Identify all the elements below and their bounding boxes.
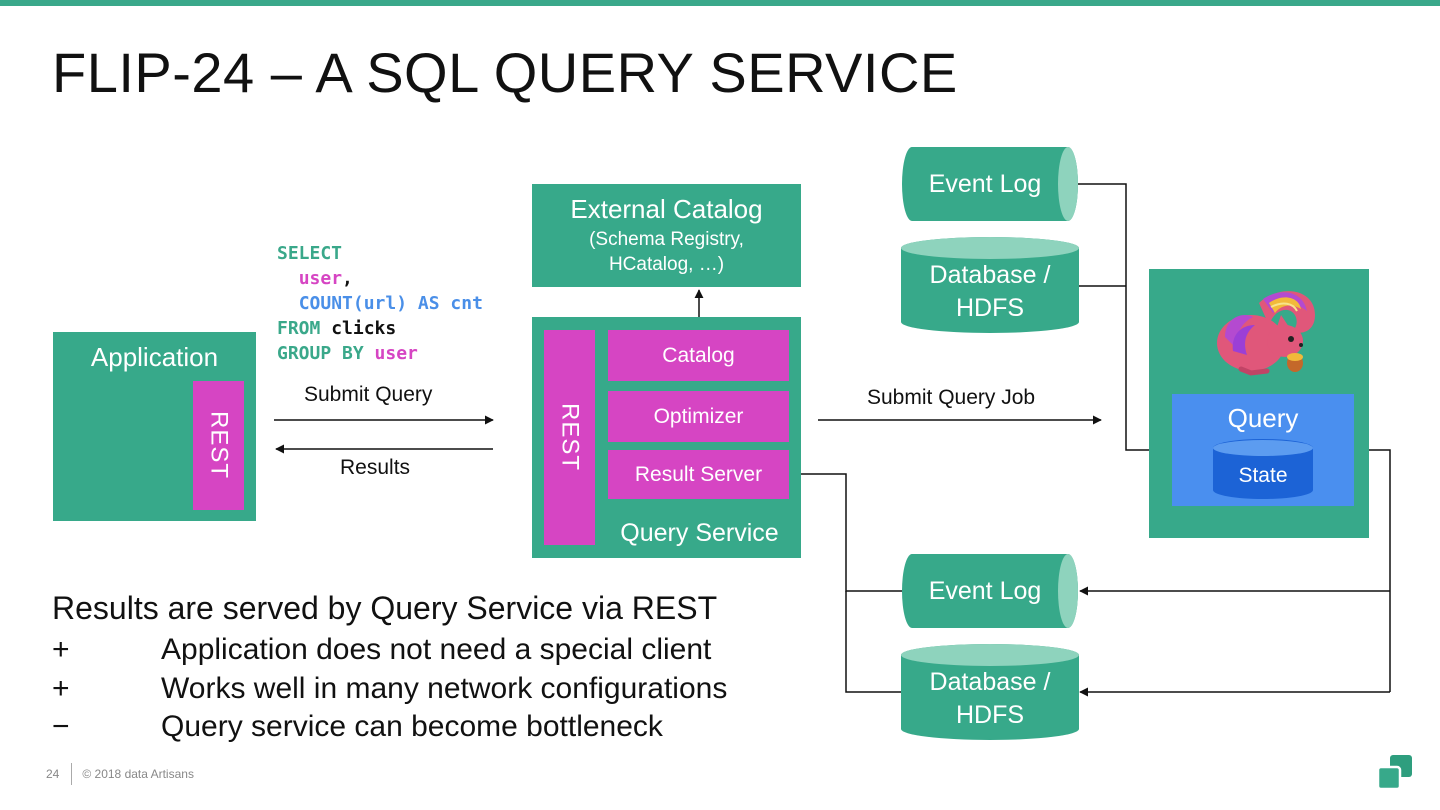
query-operator-label: Query <box>1227 403 1299 433</box>
event-log-sink-cylinder <box>902 554 1078 628</box>
footer-divider <box>71 763 73 785</box>
submit-query-job-label: Submit Query Job <box>867 386 1036 409</box>
bullet-text: Application does not need a special clie… <box>161 633 712 666</box>
database-source-label-2: HDFS <box>955 294 1025 322</box>
bullet-text: Works well in many network configuration… <box>161 671 728 705</box>
sql-group-by-keyword: GROUP BY <box>277 343 364 364</box>
query-service-rest-label: REST <box>556 403 584 472</box>
result-server-feedback-line <box>791 469 902 592</box>
bullet-item: + Works well in many network configurati… <box>52 670 727 709</box>
application-label: Application <box>90 342 219 372</box>
submit-query-label: Submit Query <box>304 383 433 406</box>
result-server-component: Result Server <box>608 450 789 499</box>
sql-from-keyword: FROM <box>277 318 321 339</box>
application-rest-box: REST <box>193 381 244 510</box>
optimizer-component: Optimizer <box>608 391 789 442</box>
copyright-text: © 2018 data Artisans <box>82 767 194 781</box>
application-box: Application REST <box>53 332 256 521</box>
results-label: Results <box>340 456 411 479</box>
external-catalog-subtitle-1: (Schema Registry, <box>589 229 744 250</box>
catalog-component: Catalog <box>608 330 789 381</box>
slide-footer: 24 © 2018 data Artisans <box>46 763 194 785</box>
bullet-symbol: + <box>52 671 70 705</box>
query-service-rest-box: REST <box>544 330 595 545</box>
database-feedback-line <box>845 591 902 693</box>
event-log-source-cylinder <box>902 147 1078 221</box>
flink-job-box: Query State <box>1149 269 1369 538</box>
query-service-label: Query Service <box>620 519 779 547</box>
sql-select-keyword: SELECT <box>277 243 343 264</box>
top-accent-bar <box>0 0 1440 6</box>
external-catalog-box: External Catalog (Schema Registry, HCata… <box>532 184 801 287</box>
external-catalog-title: External Catalog <box>570 194 763 224</box>
data-artisans-logo-icon <box>1378 755 1412 789</box>
application-rest-label: REST <box>205 411 233 480</box>
bullet-symbol: + <box>52 633 70 666</box>
event-log-source-label: Event Log <box>928 170 1042 198</box>
database-source-label-1: Database / <box>929 261 1051 289</box>
flink-squirrel-logo-icon <box>1217 291 1315 376</box>
bullet-item: − Query service can become bottleneck <box>52 708 727 747</box>
bullet-text: Query service can become bottleneck <box>161 710 663 743</box>
query-service-box: REST Catalog Optimizer Result Server Que… <box>532 317 801 558</box>
query-operator-box: Query State <box>1172 394 1354 506</box>
sql-comma: , <box>342 268 353 289</box>
bullet-item: + Application does not need a special cl… <box>52 631 727 670</box>
event-log-source-line <box>1078 183 1172 455</box>
page-number: 24 <box>46 767 60 781</box>
sql-table-name: clicks <box>331 318 397 339</box>
state-cylinder <box>1213 439 1313 499</box>
database-sink-label-1: Database / <box>929 668 1051 696</box>
database-source-cylinder <box>901 237 1079 333</box>
database-sink-cylinder <box>901 644 1079 740</box>
slide-title: FLIP-24 – A SQL QUERY SERVICE <box>52 41 958 104</box>
sql-query-code: SELECT user, COUNT(url) AS cnt FROM clic… <box>277 241 483 366</box>
bullet-list: Results are served by Query Service via … <box>52 590 727 747</box>
bullet-heading: Results are served by Query Service via … <box>52 590 718 626</box>
sql-count-expression: COUNT(url) AS cnt <box>298 293 483 314</box>
sql-user-column: user <box>298 268 343 289</box>
event-log-sink-label: Event Log <box>928 577 1042 605</box>
bullet-symbol: − <box>52 710 70 743</box>
database-sink-label-2: HDFS <box>955 701 1025 729</box>
external-catalog-subtitle-2: HCatalog, …) <box>608 254 725 275</box>
sql-group-column: user <box>374 343 418 364</box>
state-label: State <box>1238 464 1288 487</box>
